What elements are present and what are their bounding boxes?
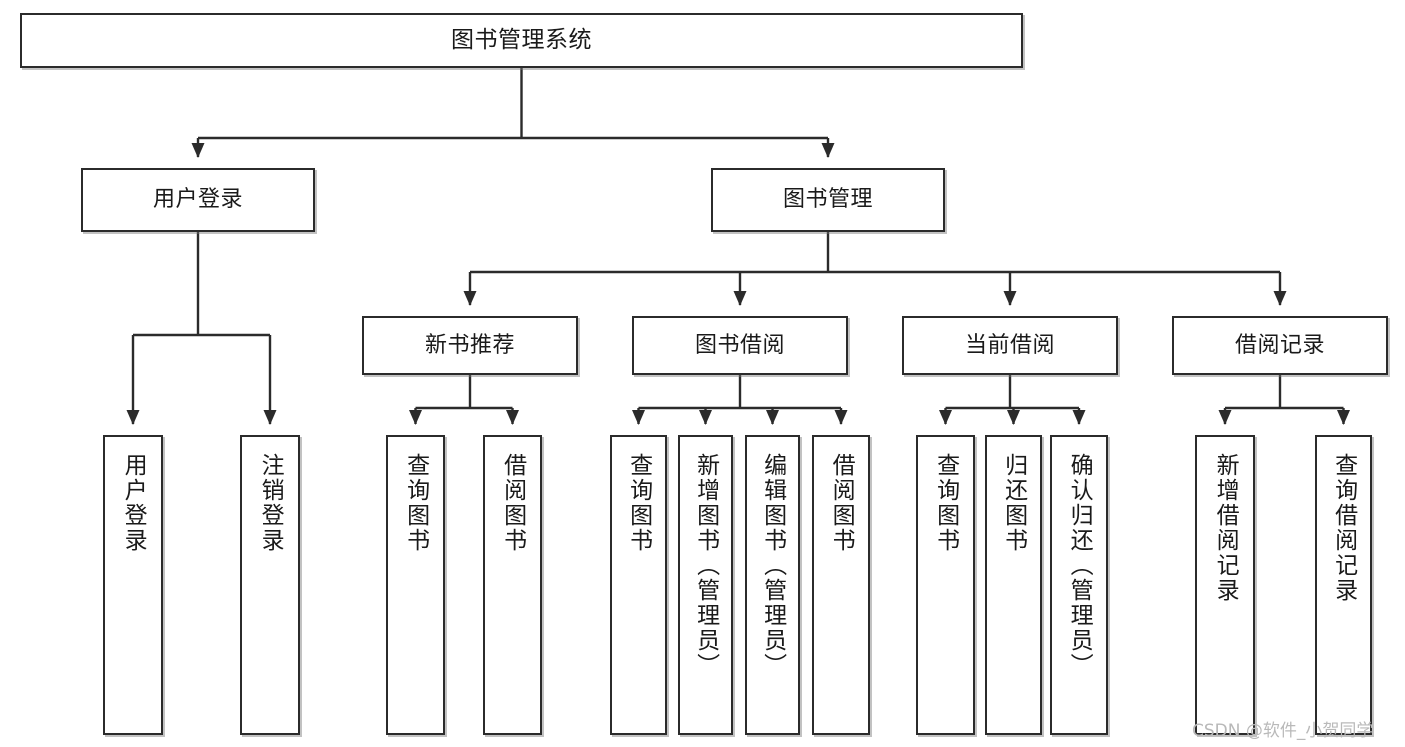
node-label: 查询图书 [932,453,959,553]
node-leaf-borrow-do[interactable]: 借阅图书 [812,435,870,735]
node-label: 归还图书 [1000,453,1027,553]
node-label: 确认归还（管理员） [1066,453,1093,678]
node-label: 图书管理 [782,187,873,213]
node-leaf-cur-return[interactable]: 归还图书 [985,435,1042,735]
node-label: 编辑图书（管理员） [759,453,786,678]
node-label: 新增借阅记录 [1212,453,1239,603]
node-label: 图书借阅 [694,332,785,358]
node-leaf-borrow-query[interactable]: 查询图书 [610,435,667,735]
node-book-borrow[interactable]: 图书借阅 [632,316,848,375]
node-label: 借阅图书 [499,453,526,553]
node-label: 注销登录 [257,453,284,553]
node-new-book-rec[interactable]: 新书推荐 [362,316,578,375]
node-root[interactable]: 图书管理系统 [20,13,1023,68]
node-leaf-rec-add[interactable]: 新增借阅记录 [1195,435,1255,735]
node-leaf-rec-search[interactable]: 查询借阅记录 [1315,435,1372,735]
node-leaf-user-login[interactable]: 用户登录 [103,435,163,735]
csdn-watermark: CSDN @软件_小贺同学 [1192,721,1374,741]
node-label: 用户登录 [152,187,243,213]
node-leaf-rec-query[interactable]: 查询图书 [386,435,445,735]
node-leaf-logout[interactable]: 注销登录 [240,435,300,735]
node-label: 新增图书（管理员） [692,453,719,678]
node-leaf-cur-query[interactable]: 查询图书 [916,435,975,735]
node-leaf-cur-confirm[interactable]: 确认归还（管理员） [1050,435,1108,735]
node-user-login[interactable]: 用户登录 [81,168,315,232]
node-label: 借阅记录 [1234,332,1325,358]
node-current-borrow[interactable]: 当前借阅 [902,316,1118,375]
edge-paths [126,68,1350,425]
node-leaf-borrow-edit[interactable]: 编辑图书（管理员） [745,435,800,735]
node-label: 用户登录 [120,453,147,553]
node-leaf-borrow-add[interactable]: 新增图书（管理员） [678,435,733,735]
node-book-manage[interactable]: 图书管理 [711,168,945,232]
node-leaf-rec-borrow[interactable]: 借阅图书 [483,435,542,735]
node-label: 查询借阅记录 [1330,453,1357,603]
node-label: 查询图书 [402,453,429,553]
node-borrow-record[interactable]: 借阅记录 [1172,316,1388,375]
node-label: 查询图书 [625,453,652,553]
node-label: 图书管理系统 [451,26,592,53]
node-label: 当前借阅 [964,332,1055,358]
node-label: 借阅图书 [828,453,855,553]
node-label: 新书推荐 [424,332,515,358]
